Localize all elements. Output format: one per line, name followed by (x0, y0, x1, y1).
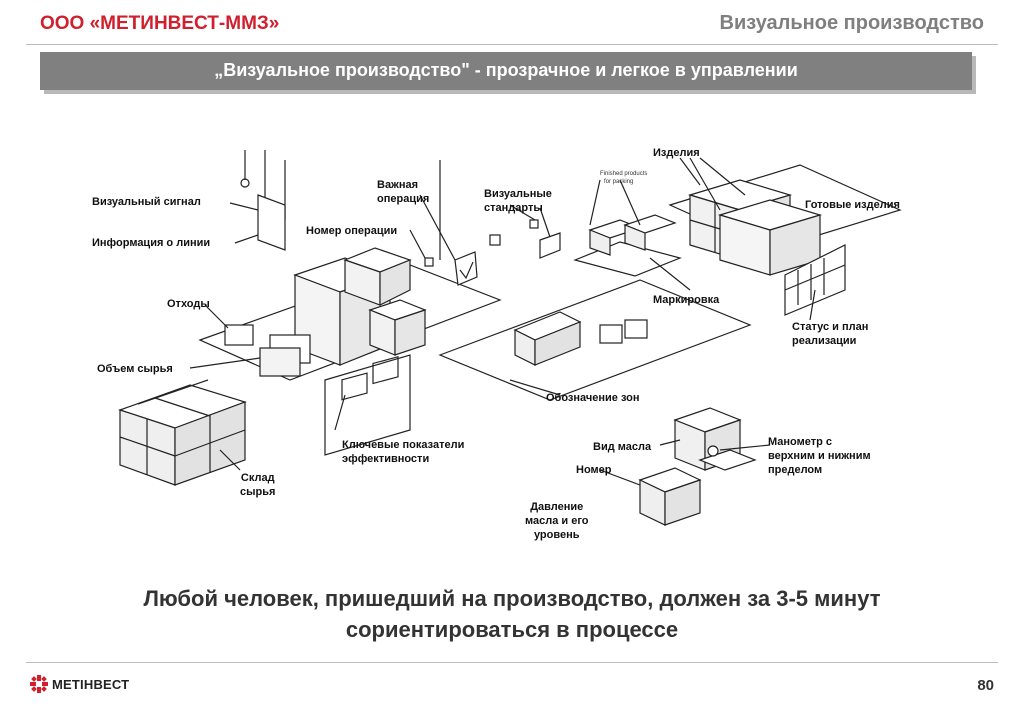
label-zone-marking: Обозначение зон (546, 392, 640, 404)
waste-bin (224, 324, 254, 346)
standard-card-b (489, 234, 501, 246)
section-title: Визуальное производство (719, 12, 984, 34)
slide-banner: „Визуальное производство" - прозрачное и… (40, 52, 972, 90)
kpi-board (324, 354, 411, 456)
key-message: Любой человек, пришедший на производство… (143, 586, 881, 642)
label-oil-view: Вид масла (593, 441, 652, 453)
status-board (784, 244, 846, 316)
raw-material-stack (118, 379, 247, 486)
standard-card-c (539, 232, 561, 259)
label-visual-signal: Визуальный сигнал (92, 196, 201, 208)
finished-goods-grid (687, 179, 823, 276)
header-divider (26, 44, 998, 45)
pump-unit (638, 407, 757, 526)
metinvest-logo-icon (30, 675, 48, 693)
label-raw-volume: Объем сырья (97, 363, 173, 375)
line-info-board (257, 194, 286, 251)
label-products: Изделия (653, 147, 700, 159)
logo-text: МЕТІНВЕСТ (52, 676, 130, 692)
packing-note-1: Finished products (600, 171, 647, 177)
company-name: ООО «МЕТИНВЕСТ-ММЗ» (40, 13, 280, 34)
label-waste: Отходы (167, 298, 210, 310)
factory-sketch: Finished products for packing (118, 150, 902, 526)
label-line-info: Информация о линии (92, 237, 211, 249)
visual-factory-diagram: Finished products for packing (80, 140, 940, 560)
label-finished-products: Готовые изделия (805, 199, 900, 211)
zone-bench (513, 311, 648, 366)
company-logo: МЕТІНВЕСТ (30, 675, 129, 693)
standard-card-a (454, 251, 478, 286)
label-marking: Маркировка (653, 294, 720, 306)
page-number: 80 (977, 677, 994, 694)
packing-conveyor (573, 179, 682, 277)
pressure-gauge-icon (707, 445, 719, 457)
signal-lamp (240, 178, 250, 188)
packing-note-2: for packing (604, 179, 633, 185)
footer-divider (26, 662, 998, 663)
label-number: Номер (576, 464, 612, 476)
label-operation-number: Номер операции (306, 225, 398, 237)
floor-zone-center (438, 279, 752, 401)
